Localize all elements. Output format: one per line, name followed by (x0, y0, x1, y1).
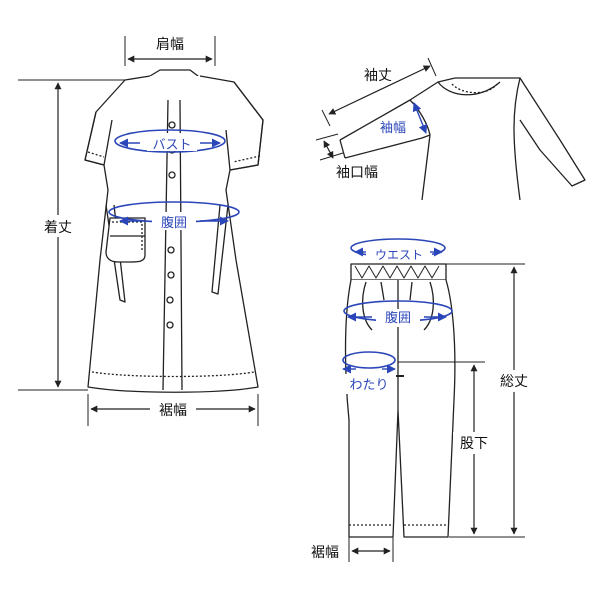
shoulder-width-label: 肩幅 (156, 37, 184, 53)
dress-waist-measure: 腹囲 (108, 201, 240, 231)
cuff-width-label: 袖口幅 (336, 165, 378, 181)
pants-inseam-measure: 股下 (398, 361, 495, 535)
pants-thigh-label: わたり (349, 378, 388, 393)
pants-total-length-measure: 総丈 (446, 263, 536, 538)
dress-hem-measure: 裾幅 (87, 394, 259, 426)
top-sleeve-length-measure: 袖丈 (321, 57, 437, 127)
dress-hem-width-label: 裾幅 (159, 403, 187, 419)
pants-hem-measure: 裾幅 (311, 537, 394, 562)
top-sleeve-width-measure: 袖幅 (380, 102, 428, 136)
pants-inseam-label: 股下 (460, 436, 488, 452)
pants-illustration (344, 263, 456, 538)
top-cuff-width-measure: 袖口幅 (315, 133, 378, 181)
pants-thigh-measure: わたり (342, 351, 396, 394)
sleeve-width-label: 袖幅 (380, 121, 406, 136)
pants-waist-label: ウエスト (375, 248, 423, 262)
pants-total-length-label: 総丈 (500, 374, 528, 390)
dress-bust-measure: バスト (114, 129, 226, 153)
dress-waist-girth-label: 腹囲 (161, 215, 187, 231)
dress-length-label: 着丈 (44, 220, 72, 236)
dress-length-measure: 着丈 (18, 79, 126, 391)
pants-waist-girth-label: 腹囲 (385, 310, 411, 326)
pants-waist-measure: ウエスト (350, 238, 446, 262)
dress-bust-label: バスト (152, 138, 191, 153)
dress-shoulder-measure: 肩幅 (124, 36, 216, 66)
pants-hem-width-label: 裾幅 (311, 545, 339, 561)
dress-illustration (84, 69, 264, 393)
sleeve-length-label: 袖丈 (364, 68, 392, 84)
pants-waist-girth-measure: 腹囲 (343, 300, 453, 327)
top-illustration (339, 77, 586, 201)
